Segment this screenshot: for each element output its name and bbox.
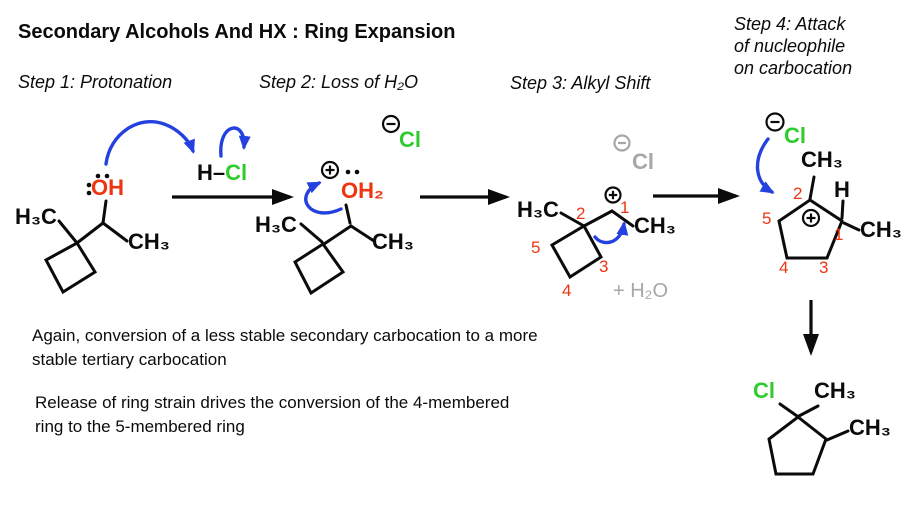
step1-label: Step 1: Protonation	[18, 72, 173, 92]
product-skeleton	[767, 402, 850, 476]
note1-line2: stable tertiary carbocation	[32, 350, 227, 369]
alcohol-skeleton	[43, 199, 129, 295]
note2-line1: Release of ring strain drives the conver…	[35, 393, 510, 412]
plus-charge-icon	[801, 208, 821, 228]
cation-ch3-label: CH₃	[634, 213, 676, 238]
hcl-h: H	[197, 160, 213, 185]
ring-number-2: 2	[576, 204, 586, 223]
oh2-lone-pair-icon	[345, 169, 360, 175]
alcohol-lone-pairs-icon	[86, 173, 110, 196]
alcohol-oh-label: OH	[91, 175, 124, 200]
minus-charge-gray-icon	[613, 134, 631, 152]
plus-charge-icon	[320, 160, 340, 180]
oxocarbenium-oh2-label: OH₂	[341, 178, 384, 203]
ring-number-4: 4	[779, 258, 789, 277]
ring-number-1: 1	[620, 198, 630, 217]
hcl-reagent-label: H–Cl	[197, 161, 247, 184]
alcohol-ch3-label: CH₃	[128, 229, 170, 254]
note2-line2: ring to the 5-membered ring	[35, 417, 245, 436]
product-cl-label: Cl	[753, 378, 775, 403]
ring-number-4: 4	[562, 281, 572, 300]
tertiary-carbocation-skeleton	[777, 175, 861, 260]
nucleophile-cl-label: Cl	[784, 123, 806, 148]
step4-line1: Step 4: Attack	[734, 14, 846, 34]
ring-number-5: 5	[762, 209, 772, 228]
tertiary-h-label: H	[834, 177, 850, 202]
curved-arrow-co-bond-to-o-icon	[304, 181, 343, 215]
protonated-h3c-label: H₃C	[255, 212, 297, 237]
ring-number-3: 3	[599, 257, 609, 276]
hcl-cl: Cl	[225, 160, 248, 185]
note1-line1: Again, conversion of a less stable secon…	[32, 326, 538, 345]
chloride-counterion-label: Cl	[399, 127, 421, 152]
step4-line3: on carbocation	[734, 58, 853, 78]
minus-charge-icon	[381, 114, 401, 134]
ring-number-2: 2	[793, 184, 803, 203]
water-byproduct-label: + H₂O	[613, 280, 668, 302]
curved-arrow-hcl-bond-to-cl-icon	[219, 126, 251, 158]
note-ring-strain: Release of ring strain drives the conver…	[35, 391, 509, 439]
step3-label: Step 3: Alkyl Shift	[510, 73, 651, 93]
tertiary-ch3-right-label: CH₃	[860, 217, 902, 242]
curved-arrow-cl-attack-icon	[755, 137, 775, 194]
curved-arrow-oh-to-hcl-icon	[104, 120, 195, 166]
plus-charge-icon	[604, 186, 622, 204]
protonated-ch3-label: CH₃	[372, 229, 414, 254]
step4-label: Step 4: Attack of nucleophile on carboca…	[734, 13, 852, 79]
ring-number-1: 1	[834, 225, 844, 244]
tertiary-ch3-top-label: CH₃	[801, 147, 843, 172]
cation-h3c-label: H₃C	[517, 197, 559, 222]
curved-arrow-alkyl-shift-icon	[593, 221, 629, 245]
product-ch3-right-label: CH₃	[849, 415, 891, 440]
page-title: Secondary Alcohols And HX : Ring Expansi…	[18, 21, 456, 43]
chloride-gray-label: Cl	[632, 149, 654, 174]
step4-line2: of nucleophile	[734, 36, 846, 56]
protonated-alcohol-skeleton	[293, 203, 376, 296]
alcohol-h3c-label: H₃C	[15, 204, 57, 229]
hcl-bond-dash: –	[212, 160, 226, 185]
note-carbocation-stability: Again, conversion of a less stable secon…	[32, 324, 538, 372]
secondary-carbocation-skeleton	[549, 209, 635, 280]
step2-label: Step 2: Loss of H₂O	[259, 72, 418, 92]
minus-charge-icon	[765, 112, 785, 132]
product-ch3-top-label: CH₃	[814, 378, 856, 403]
ring-number-3: 3	[819, 258, 829, 277]
ring-number-5: 5	[531, 238, 541, 257]
